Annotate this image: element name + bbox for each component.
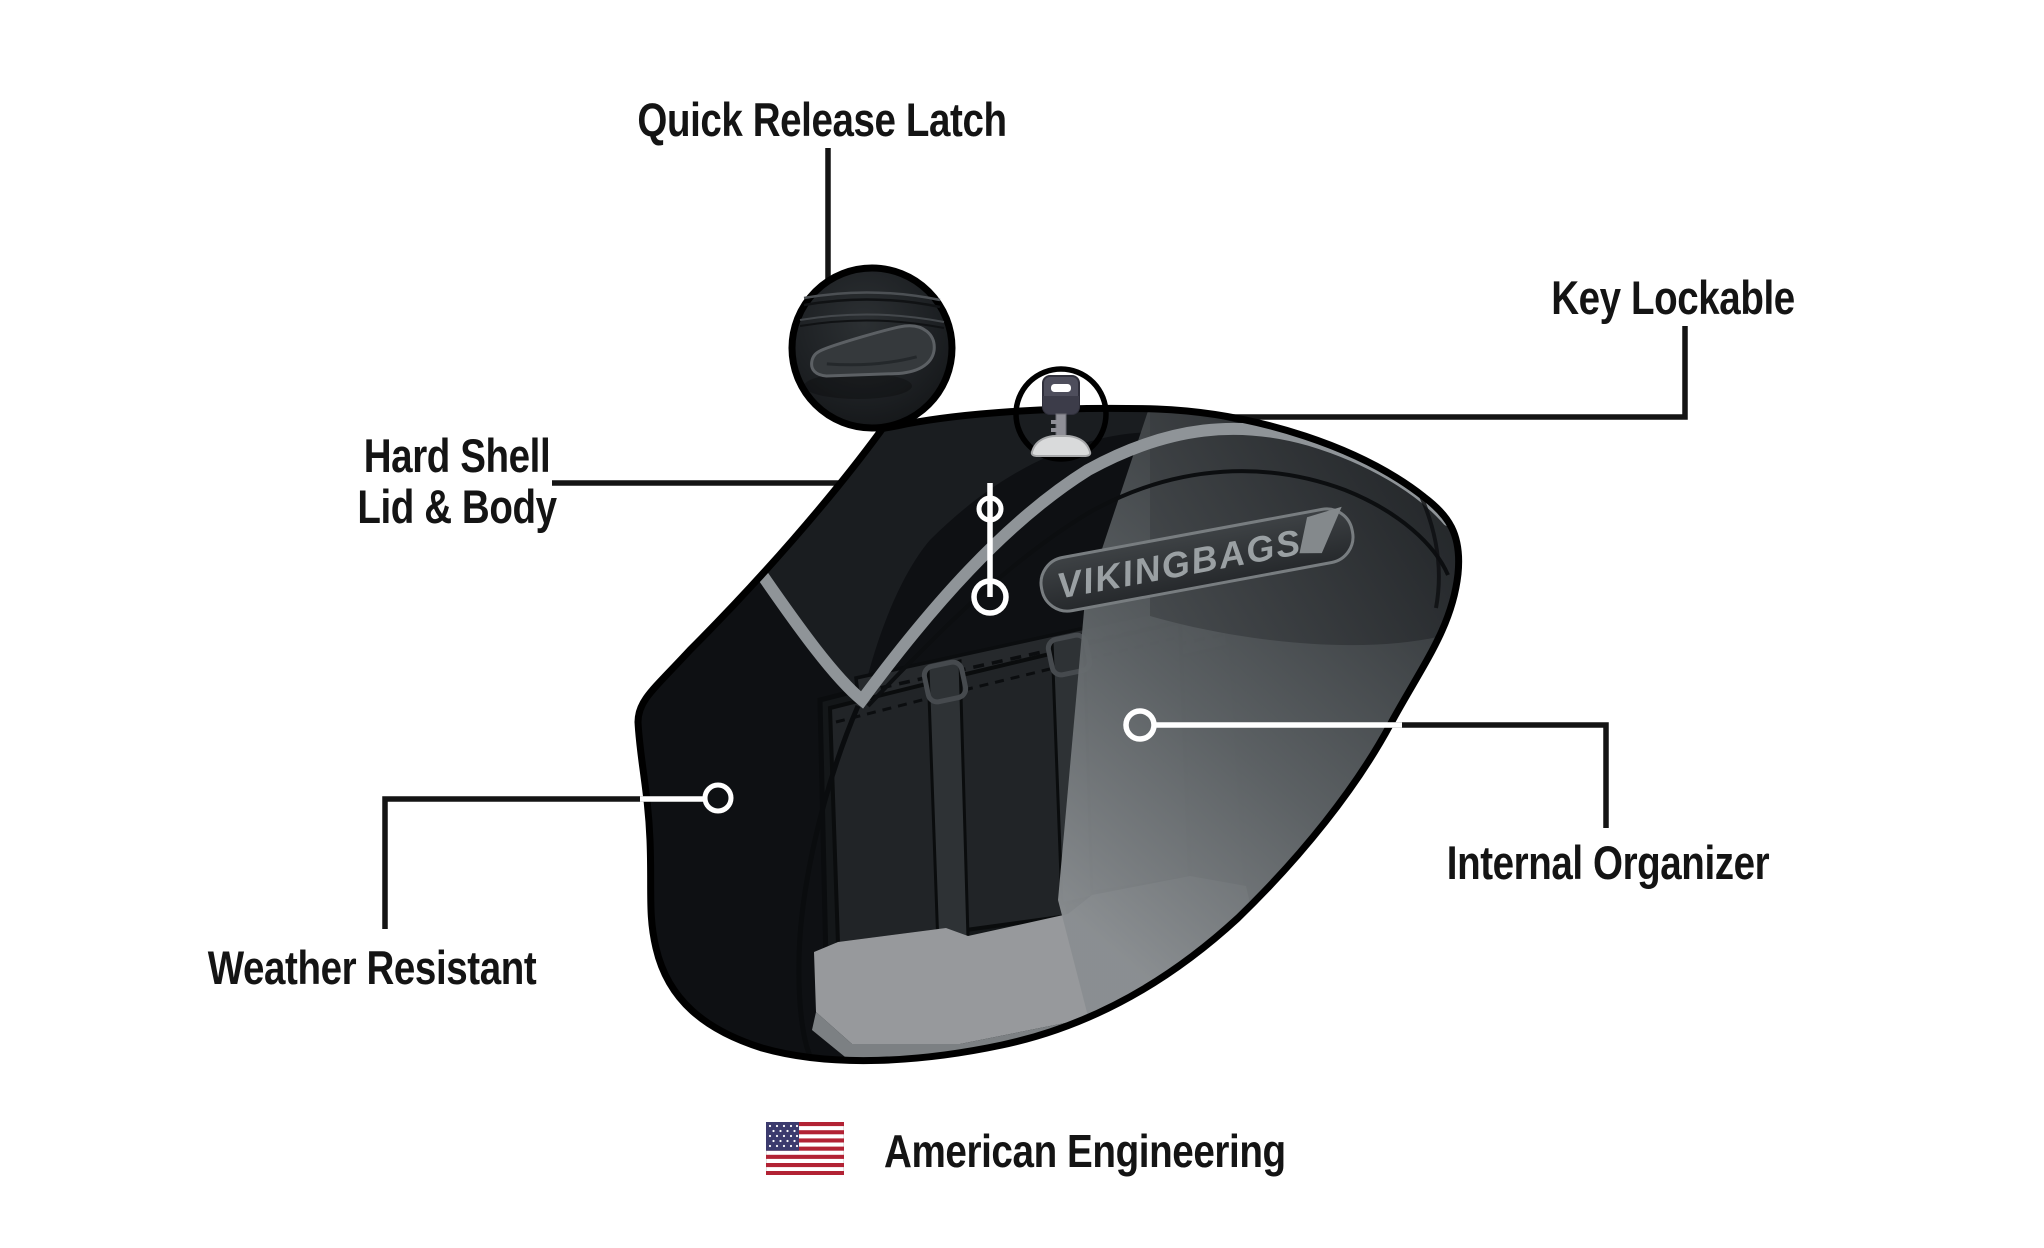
bag-left-seam [796,705,861,1057]
weather-resistant-marker [702,782,734,814]
bag-outline [634,404,1463,1065]
internal-organizer-marker [1123,708,1157,742]
white-markers [640,483,1402,814]
hard-shell-body-marker [971,578,1009,616]
latch-handle [810,324,936,378]
key-lock-ring [1013,366,1109,462]
key-lockable-connector [1140,326,1688,420]
label-weather-resistant: Weather Resistant [207,941,537,994]
key-lock-detail [1013,366,1109,462]
label-key-lockable: Key Lockable [1551,271,1795,324]
label-quick-release-latch: Quick Release Latch [637,93,1007,146]
hard-shell-lid-marker [976,495,1004,523]
internal-organizer-connector [1360,722,1609,828]
us-flag-icon [766,1122,844,1175]
label-american-engineering: American Engineering [884,1125,1286,1177]
label-hard-shell-lid-body: Hard Shell Lid & Body [357,429,557,533]
badge-wedge [1299,506,1342,554]
organizer-pocket-middle [955,649,1071,933]
label-hard-shell-line2: Lid & Body [357,480,557,533]
label-internal-organizer: Internal Organizer [1446,836,1770,889]
weather-resistant-connector [382,796,662,929]
bag-lid-face [756,408,1157,700]
strap-loop-1 [921,659,969,705]
lid-gap-line [866,469,1450,708]
key-icon [1030,375,1092,457]
connector-lines [382,148,1688,929]
saddlebag-illustration: VIKINGBAGS [634,404,1463,1065]
latch-detail-icon [788,264,956,432]
label-hard-shell-line1: Hard Shell [363,429,551,482]
